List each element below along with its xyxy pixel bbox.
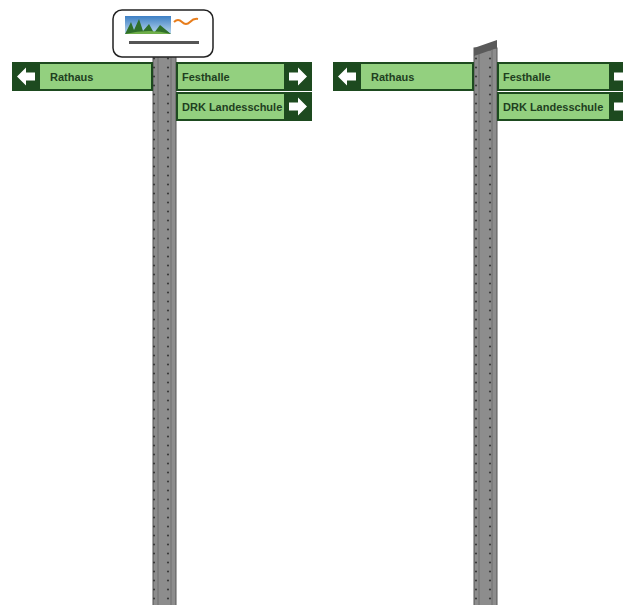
arrow-symbol [12, 62, 40, 91]
direction-sign: Rathaus [12, 62, 153, 91]
arrow-glyph [284, 62, 312, 91]
direction-sign: Festhalle [497, 62, 623, 91]
sign-label: Rathaus [371, 70, 414, 83]
logo-sign [113, 10, 213, 57]
sign-label: Rathaus [50, 70, 93, 83]
sign-label: DRK Landesschule [182, 100, 282, 113]
arrow-glyph [12, 62, 40, 91]
arrow-symbol [284, 92, 312, 121]
arrow-symbol [333, 62, 361, 91]
arrow-glyph [284, 92, 312, 121]
arrow-symbol [284, 62, 312, 91]
arrow-glyph [333, 62, 361, 91]
arrow-symbol [609, 92, 623, 121]
direction-sign: DRK Landesschule [497, 92, 623, 121]
right-post [474, 40, 497, 605]
arrow-glyph [609, 92, 623, 121]
sign-label: Festhalle [503, 70, 551, 83]
left-post [153, 46, 176, 605]
sign-label: Festhalle [182, 70, 230, 83]
direction-sign: Rathaus [333, 62, 474, 91]
arrow-symbol [609, 62, 623, 91]
direction-sign: Festhalle [176, 62, 312, 91]
sign-label: DRK Landesschule [503, 100, 603, 113]
arrow-glyph [609, 62, 623, 91]
direction-sign: DRK Landesschule [176, 92, 312, 121]
